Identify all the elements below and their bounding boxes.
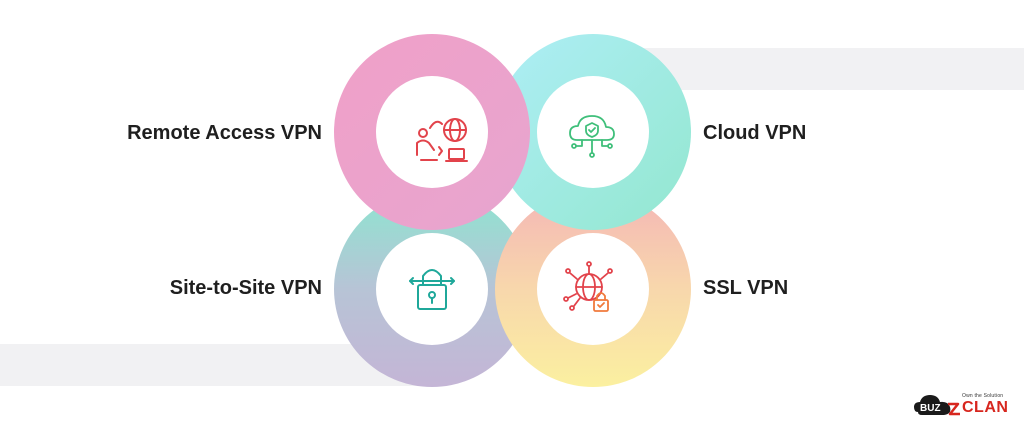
label-remote-access-vpn: Remote Access VPN — [127, 122, 322, 144]
padlock-arrows-icon — [409, 269, 455, 310]
logo-tagline: Own the Solution — [962, 393, 1004, 399]
label-ssl-vpn: SSL VPN — [703, 277, 789, 299]
disc-site-to-site — [376, 233, 488, 345]
disc-ssl — [537, 233, 649, 345]
label-cloud-vpn: Cloud VPN — [703, 122, 807, 144]
logo-z-mark — [948, 402, 960, 416]
globe-padlock-network-icon — [563, 261, 613, 312]
buzzclan-logo: BUZ — [914, 395, 960, 416]
remote-worker-globe-icon — [416, 118, 468, 162]
logo-word-clan: CLAN — [962, 399, 1009, 416]
disc-cloud — [537, 76, 649, 188]
logo-word-buz: BUZ — [920, 403, 941, 414]
disc-remote-access — [376, 76, 488, 188]
label-site-to-site-vpn: Site-to-Site VPN — [169, 277, 322, 299]
background-band-top — [640, 48, 1024, 90]
cloud-shield-network-icon — [569, 115, 615, 158]
